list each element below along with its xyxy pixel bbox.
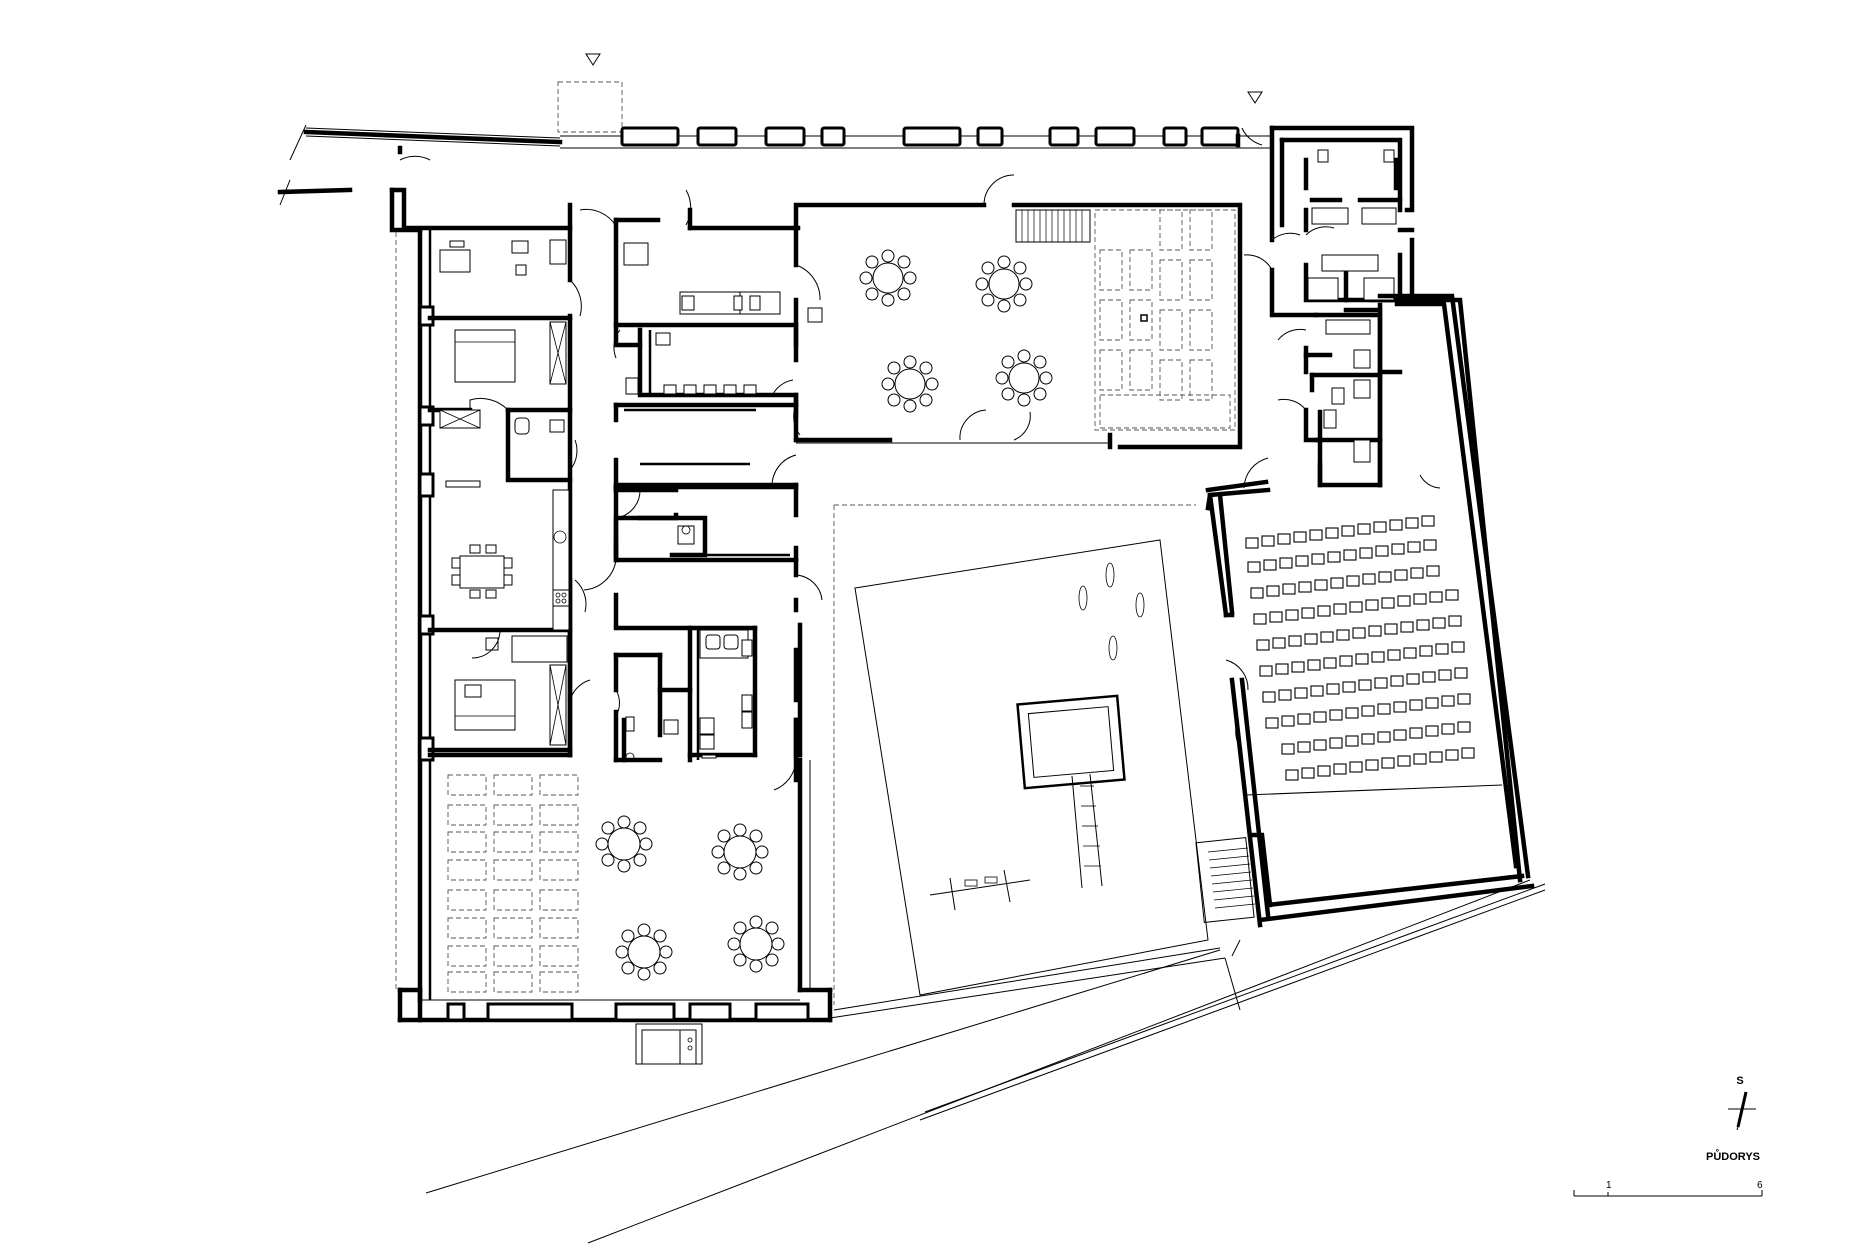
plan-title: PŮDORYS xyxy=(1706,1149,1760,1163)
west-wing xyxy=(389,155,591,1003)
central-block xyxy=(579,189,823,791)
scale-end-label: 6 xyxy=(1757,1180,1763,1191)
scale-start-label: 1 xyxy=(1606,1180,1612,1191)
site-lines xyxy=(279,124,1546,1244)
entrance-marker-icon xyxy=(585,53,601,66)
south-hall xyxy=(397,752,833,1065)
scale-bar xyxy=(1573,1190,1763,1197)
dining-hall xyxy=(793,174,1243,450)
north-facade xyxy=(277,81,1270,195)
east-wing xyxy=(1195,125,1535,928)
round-table-cluster xyxy=(859,249,1053,413)
auditorium-seating xyxy=(1245,515,1475,781)
north-letter: S xyxy=(1736,1075,1743,1087)
courtyard xyxy=(833,504,1209,1005)
north-arrow-icon xyxy=(1728,1091,1756,1131)
entrance-marker-icon xyxy=(1247,91,1263,104)
